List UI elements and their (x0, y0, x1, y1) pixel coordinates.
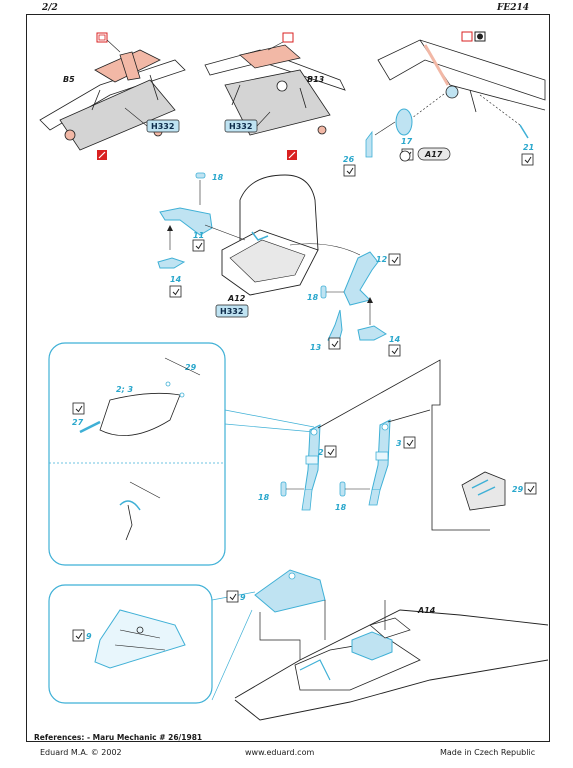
label-26: 26 (343, 155, 355, 164)
disc-17 (395, 108, 413, 136)
part-9-detail (94, 609, 186, 669)
label-9a: 9 (86, 632, 92, 641)
belt-11 (159, 207, 213, 236)
label-18d: 18 (335, 503, 347, 512)
label-18a: 18 (212, 173, 224, 182)
label-b5: B5 (63, 75, 75, 84)
detail-panel-harness: 29 2; 3 27 (48, 342, 315, 566)
bracket-29 (461, 471, 506, 511)
remove-icon (96, 32, 108, 43)
footer-copyright: Eduard M.A. © 2002 (40, 748, 122, 757)
label-b13: B13 (307, 75, 325, 84)
label-27: 27 (72, 418, 84, 427)
page-number: 2/2 (42, 3, 58, 13)
label-3: 3 (396, 439, 402, 448)
label-2: 2 (318, 448, 324, 457)
part-9 (254, 569, 326, 613)
footer-url[interactable]: www.eduard.com (245, 748, 315, 757)
remove-icon (282, 32, 294, 43)
page-frame (26, 14, 550, 742)
detail-panel-part9: 9 (48, 584, 256, 704)
label-14b: 14 (389, 335, 401, 344)
label-29b: 29 (512, 485, 524, 494)
footer-origin: Made in Czech Republic (440, 748, 536, 757)
part-14b (357, 325, 387, 341)
product-code: FE214 (497, 3, 530, 13)
label-2-3: 2; 3 (116, 385, 134, 394)
references: References: - Maru Mechanic # 26/1981 (34, 733, 203, 742)
label-18b: 18 (307, 293, 319, 302)
step-b5: B5 H332 (39, 32, 186, 160)
part-26 (365, 130, 373, 158)
step-seat: A12 H332 18 11 14 12 18 13 (157, 172, 401, 357)
label-17: 17 (401, 137, 413, 146)
label-13: 13 (310, 343, 322, 352)
label-11: 11 (193, 231, 204, 240)
label-29a: 29 (185, 363, 197, 372)
paint-h332-b: H332 (229, 122, 252, 131)
belt-12 (343, 251, 379, 306)
part-14a (157, 257, 186, 269)
label-9b: 9 (240, 593, 246, 602)
label-21: 21 (523, 143, 534, 152)
label-a14: A14 (417, 606, 436, 615)
step-b13: B13 H332 (204, 32, 346, 160)
floor-panel (59, 79, 176, 151)
label-18c: 18 (258, 493, 270, 502)
label-a17: A17 (424, 150, 443, 159)
label-a12: A12 (227, 294, 246, 303)
label-14a: 14 (170, 275, 182, 284)
paint-h332-c: H332 (220, 307, 243, 316)
step-a17: 26 17 A17 21 (343, 31, 546, 177)
step-harness: 2 18 3 18 29 (258, 359, 537, 531)
paint-h332-a: H332 (151, 122, 174, 131)
label-12: 12 (376, 255, 388, 264)
step-a14: 9 A14 (226, 569, 549, 721)
